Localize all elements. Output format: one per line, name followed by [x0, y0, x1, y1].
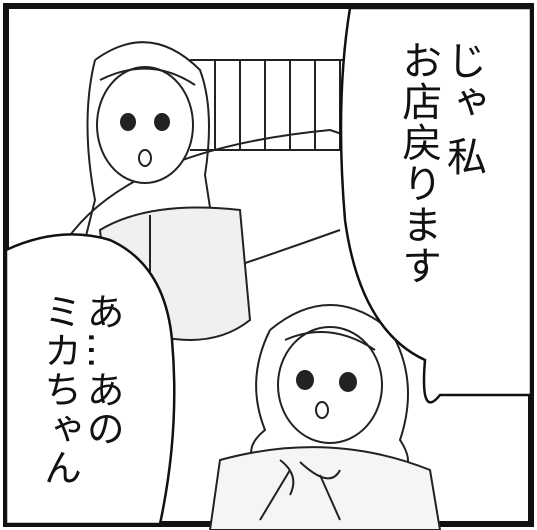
speech-text-left: あ…あの ミカちゃん [37, 292, 125, 487]
speech-text-right: じゃ 私 お店戻ります [395, 40, 486, 286]
girl-long-hair [84, 41, 252, 341]
speech-bubble-left [4, 233, 176, 526]
speech-bubble-right [339, 6, 533, 404]
girl-wavy-hair [208, 304, 442, 530]
